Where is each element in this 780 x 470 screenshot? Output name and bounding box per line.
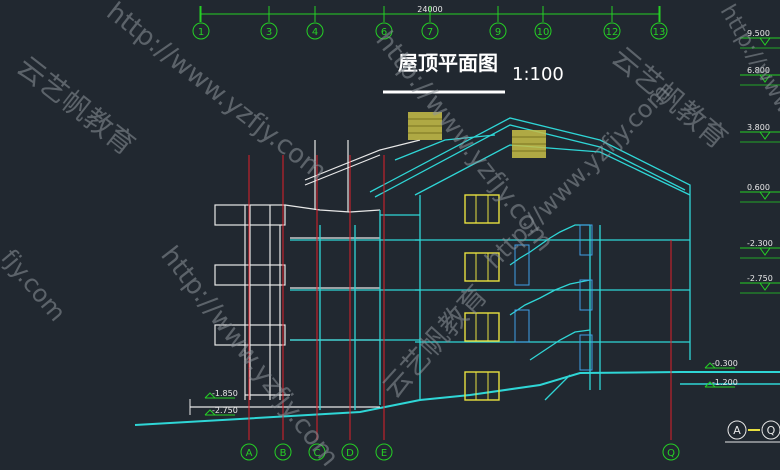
top-axis-bubble <box>192 22 210 40</box>
red-axis-lines <box>248 155 672 440</box>
bottom-axis-label: C <box>314 448 321 459</box>
top-axis-label: 7 <box>427 27 433 38</box>
top-axis-label: 3 <box>266 27 272 38</box>
yellow-windows <box>464 194 500 401</box>
site-elevation-1: -0.300 <box>712 359 738 368</box>
bottom-axis-bubble <box>240 443 258 461</box>
left-elevation-1: -1.850 <box>212 389 238 398</box>
left-elevation-2: -2.750 <box>212 406 238 415</box>
drawing-scale: 1:100 <box>512 64 564 85</box>
top-axis-bubble <box>260 22 278 40</box>
ground-line <box>134 371 780 426</box>
elevation-label: 6.800 <box>747 66 770 75</box>
elevation-symbol <box>740 247 780 256</box>
elevation-label: -2.300 <box>747 239 773 248</box>
top-axis-bubble <box>603 22 621 40</box>
elevation-label: 3.800 <box>747 123 770 132</box>
section-tag: A Q <box>725 420 780 443</box>
top-axis-bubble <box>375 22 393 40</box>
elevation-label: 9.500 <box>747 29 770 38</box>
elevation-symbol <box>740 37 780 46</box>
bottom-axis-bubble <box>662 443 680 461</box>
elevation-symbol <box>740 191 780 200</box>
watermark-brand-1: 云艺帆教育 <box>11 50 142 162</box>
top-axis-label: 10 <box>537 27 550 38</box>
top-axis-label: 13 <box>653 27 666 38</box>
elevation-symbol <box>740 131 780 140</box>
top-axis-bubble <box>306 22 324 40</box>
top-axis-bubble <box>489 22 507 40</box>
top-axis-label: 9 <box>495 27 501 38</box>
top-axis-bubble <box>650 22 668 40</box>
top-axis-label: 6 <box>381 27 387 38</box>
top-axis-label: 4 <box>312 27 318 38</box>
top-axis-label: 12 <box>606 27 619 38</box>
top-axis-bubble <box>534 22 552 40</box>
elevation-label: 0.600 <box>747 183 770 192</box>
bottom-axis-label: Q <box>667 448 675 459</box>
watermark-url-5: http://www.yzfjy.com <box>715 1 780 212</box>
elevation-symbol <box>740 282 780 291</box>
elevation-label: -2.750 <box>747 274 773 283</box>
watermark-url-1: http://www.yzfjy.com <box>101 0 332 187</box>
bottom-axis-label: D <box>346 448 354 459</box>
site-elevations: -0.300 -1.200 -1.850 -2.750 <box>204 359 738 416</box>
main-building-outline <box>290 117 691 410</box>
bottom-axis-label: E <box>381 448 387 459</box>
grid-windows <box>514 224 593 371</box>
section-tag-to: Q <box>767 424 776 437</box>
drawing-title: 屋顶平面图 <box>398 51 498 75</box>
right-elevation-markers: 9.500 6.800 3.800 0.600 -2.300 -2.750 <box>740 29 780 294</box>
site-elevation-2: -1.200 <box>712 378 738 387</box>
section-tag-from: A <box>733 424 741 437</box>
bottom-axis-bubble <box>375 443 393 461</box>
bottom-axis-bubble <box>341 443 359 461</box>
bottom-axis-label: A <box>246 448 253 459</box>
roof-chimneys <box>408 112 546 158</box>
bottom-axis-label: B <box>280 448 287 459</box>
top-axis-label: 1 <box>198 27 204 38</box>
window <box>464 371 500 401</box>
window <box>464 252 500 282</box>
window <box>464 312 500 342</box>
bottom-axis-bubble <box>274 443 292 461</box>
bottom-axis-bubble <box>308 443 326 461</box>
watermark-fragment: fjy.com <box>0 244 71 327</box>
elevation-symbol <box>740 74 780 83</box>
top-axis-bubble <box>421 22 439 40</box>
window <box>464 194 500 224</box>
